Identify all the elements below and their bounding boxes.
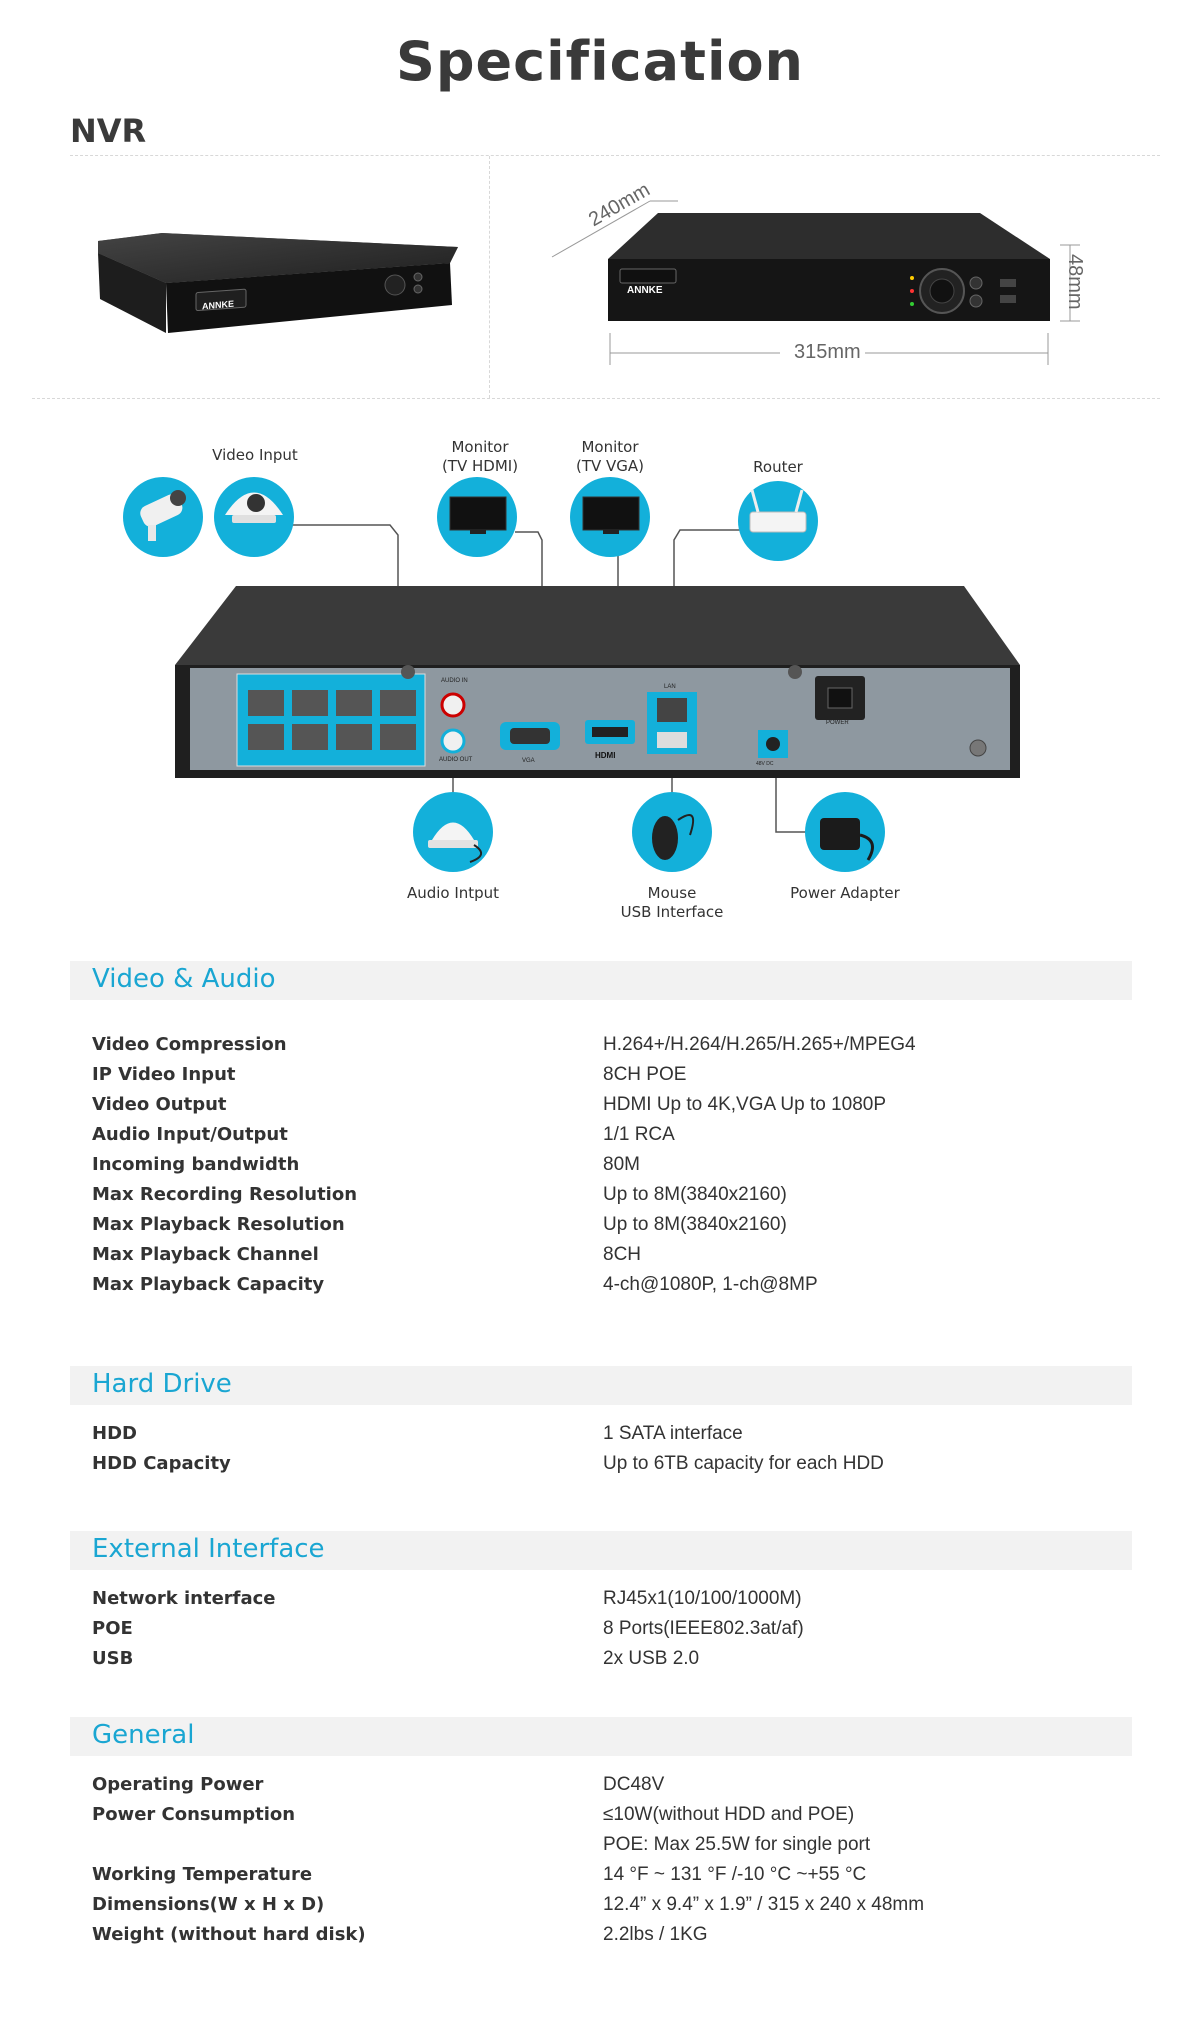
spec-value: Up to 8M(3840x2160) <box>603 1184 787 1205</box>
spec-name: POE <box>92 1618 133 1639</box>
page-title: Specification <box>395 30 804 93</box>
spec-name: Operating Power <box>92 1774 264 1795</box>
panel-lan-label: LAN <box>664 684 676 690</box>
spec-value: 4-ch@1080P, 1-ch@8MP <box>603 1274 818 1295</box>
divider-vertical <box>489 156 490 398</box>
spec-name: Max Playback Resolution <box>92 1214 345 1235</box>
spec-value: 14 °F ~ 131 °F /-10 °C ~+55 °C <box>603 1864 867 1885</box>
nvr-front-image <box>551 200 1080 365</box>
section-header: Video & Audio <box>70 961 1132 1000</box>
spec-name: Audio Input/Output <box>92 1124 288 1145</box>
power-adapter-label: Power Adapter <box>790 884 900 902</box>
spec-value: H.264+/H.264/H.265/H.265+/MPEG4 <box>603 1034 916 1055</box>
section-title: General <box>92 1720 195 1750</box>
spec-value: Up to 6TB capacity for each HDD <box>603 1453 884 1474</box>
spec-name: Max Recording Resolution <box>92 1184 358 1205</box>
panel-audio-out-label: AUDIO OUT <box>439 757 473 763</box>
panel-hdmi-label: HDMI <box>595 751 616 760</box>
spec-value: 8CH POE <box>603 1064 687 1085</box>
spec-value: 80M <box>603 1154 640 1175</box>
spec-name: Video Compression <box>92 1034 287 1055</box>
panel-dc-label: 48V DC <box>756 761 774 767</box>
brand-logo-right: ANNKE <box>627 285 663 296</box>
spec-name: HDD Capacity <box>92 1453 231 1474</box>
spec-value: DC48V <box>603 1774 665 1795</box>
audio-input-label: Audio Intput <box>406 884 500 902</box>
spec-value: 1/1 RCA <box>603 1124 675 1145</box>
spec-name: USB <box>92 1648 134 1669</box>
spec-value: 2x USB 2.0 <box>603 1648 700 1669</box>
spec-value: 2.2lbs / 1KG <box>603 1924 708 1945</box>
panel-vga-label: VGA <box>522 758 535 764</box>
spec-name: Working Temperature <box>92 1864 313 1885</box>
section-title: Video & Audio <box>92 964 276 994</box>
height-dimension: 48mm <box>1064 254 1086 310</box>
spec-name: Power Consumption <box>92 1804 296 1825</box>
spec-name: IP Video Input <box>92 1064 236 1085</box>
section-header: General <box>70 1717 1132 1756</box>
video-input-label: Video Input <box>212 446 298 464</box>
divider-top <box>70 155 1160 156</box>
router-label: Router <box>753 458 803 476</box>
spec-value: HDMI Up to 4K,VGA Up to 1080P <box>603 1094 887 1115</box>
spec-name: HDD <box>92 1423 137 1444</box>
spec-value: 1 SATA interface <box>603 1423 743 1444</box>
spec-name: Network interface <box>92 1588 276 1609</box>
section-header: Hard Drive <box>70 1366 1132 1405</box>
nvr-perspective-image <box>98 233 458 333</box>
spec-name: Video Output <box>92 1094 227 1115</box>
section-title: External Interface <box>92 1534 325 1564</box>
panel-audio-in-label: AUDIO IN <box>441 678 468 684</box>
spec-value: Up to 8M(3840x2160) <box>603 1214 787 1235</box>
nvr-heading: NVR <box>70 112 147 150</box>
spec-value: RJ45x1(10/100/1000M) <box>603 1588 802 1609</box>
panel-power-label: POWER <box>826 720 849 726</box>
spec-value: 8 Ports(IEEE802.3at/af) <box>603 1618 804 1639</box>
spec-value: POE: Max 25.5W for single port <box>603 1834 871 1855</box>
monitor-hdmi-label: Monitor(TV HDMI) <box>441 438 519 475</box>
monitor-vga-label: Monitor(TV VGA) <box>575 438 645 475</box>
rear-panel-diagram <box>123 477 1020 872</box>
spec-name: Max Playback Channel <box>92 1244 319 1265</box>
spec-value: 12.4” x 9.4” x 1.9” / 315 x 240 x 48mm <box>603 1894 925 1915</box>
section-header: External Interface <box>70 1531 1132 1570</box>
spec-value: 8CH <box>603 1244 642 1265</box>
spec-value: ≤10W(without HDD and POE) <box>603 1804 855 1825</box>
spec-name: Incoming bandwidth <box>92 1154 300 1175</box>
width-dimension: 315mm <box>794 341 861 363</box>
spec-name: Dimensions(W x H x D) <box>92 1894 325 1915</box>
spec-name: Max Playback Capacity <box>92 1274 325 1295</box>
spec-name: Weight (without hard disk) <box>92 1924 366 1945</box>
section-title: Hard Drive <box>92 1369 232 1399</box>
divider-bottom <box>32 398 1160 399</box>
